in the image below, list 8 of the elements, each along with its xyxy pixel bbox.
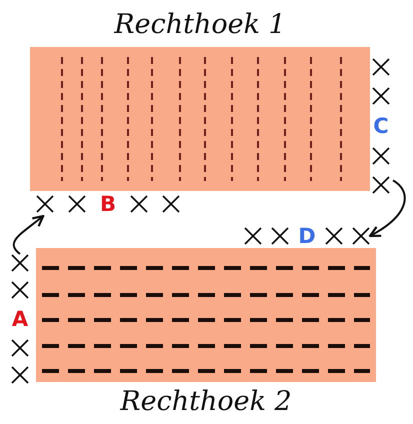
curved-arrow bbox=[368, 180, 406, 238]
letter-label: D bbox=[298, 226, 316, 246]
letter-label: A bbox=[12, 308, 28, 330]
letter-label: B bbox=[100, 194, 116, 214]
panel-heading: Rechthoek 1 bbox=[114, 10, 286, 40]
curved-arrow bbox=[12, 214, 44, 255]
panel-heading: Rechthoek 2 bbox=[120, 387, 292, 417]
letter-label: C bbox=[373, 116, 389, 136]
